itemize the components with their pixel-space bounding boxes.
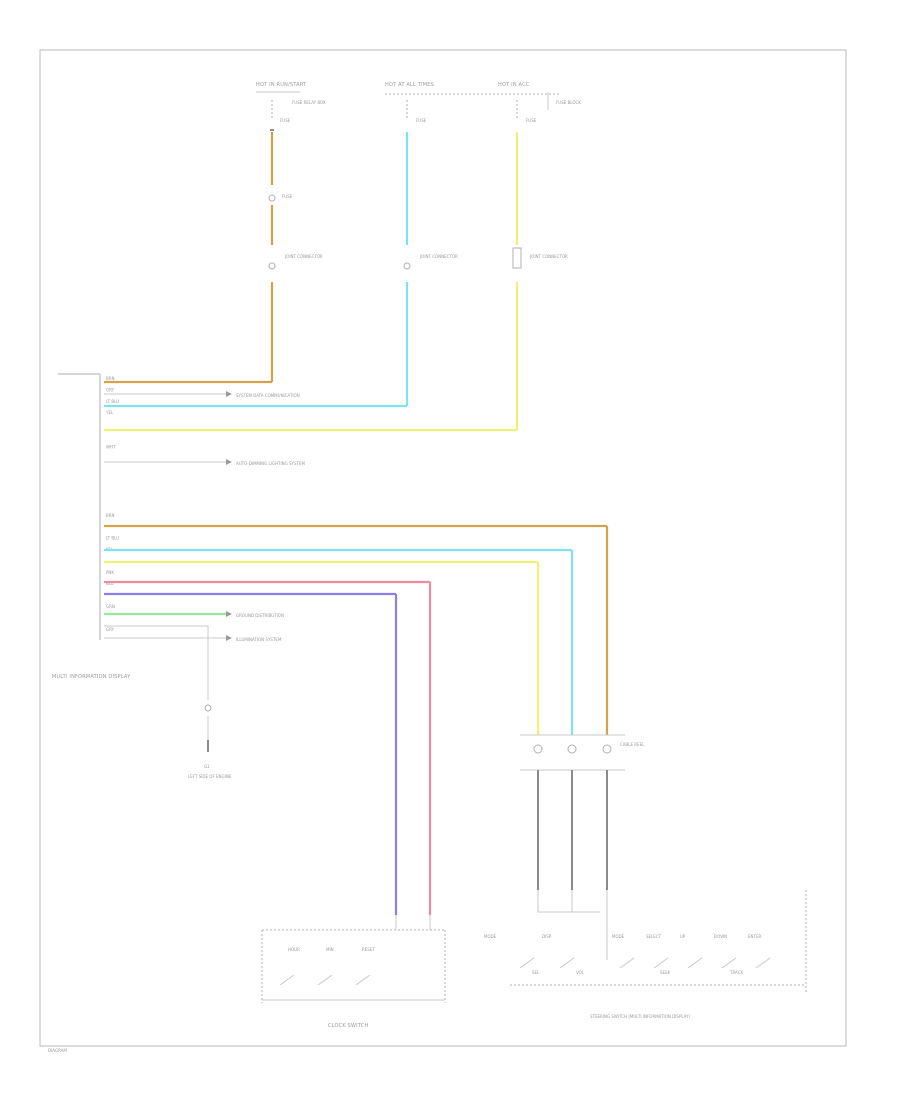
module-pin-label: BRN xyxy=(106,513,115,518)
module-pin-label: BLU xyxy=(106,581,114,586)
clock-switch: HOUR MIN RESET CLOCK SWITCH xyxy=(261,915,446,1029)
middle-hot-label: HOT AT ALL TIMES xyxy=(385,82,434,88)
module-pin-label: GRY xyxy=(106,387,115,392)
middle-fuse-label: FUSE xyxy=(416,118,427,123)
right-fuse-branch: HOT IN ACC FUSE BLOCK FUSE JOINT CONNECT… xyxy=(498,82,581,430)
ref-illumination: ILLUMINATION SYSTEM xyxy=(236,637,282,642)
left-box-label: FUSE RELAY BOX xyxy=(292,100,326,105)
module-pin-label: GRY xyxy=(106,627,115,632)
steering-switch: MODE DISP MODE SELECT UP DOWN ENTER SEL … xyxy=(484,890,807,1019)
clock-btn-reset: RESET xyxy=(362,947,375,952)
ref-ground-dist: GROUND DISTRIBUTION xyxy=(236,613,284,618)
middle-fuse-branch: HOT AT ALL TIMES FUSE JOINT CONNECTOR xyxy=(385,82,560,406)
module-title: MULTI INFORMATION DISPLAY xyxy=(52,674,131,680)
steer-res-select: SELECT xyxy=(646,934,662,939)
left-inline-label: FUSE xyxy=(282,194,293,199)
ground-branch: G1 LEFT SIDE OF ENGINE xyxy=(188,626,232,779)
steer-res-mode: MODE xyxy=(612,934,625,939)
module-pin-label: YEL xyxy=(105,410,114,415)
clock-btn-hour: HOUR xyxy=(288,947,300,952)
steer-btn-vol: VOL xyxy=(576,970,585,975)
clock-switch-label: CLOCK SWITCH xyxy=(328,1023,368,1029)
clock-btn-min: MIN xyxy=(326,947,334,952)
steer-res-enter: ENTER xyxy=(748,934,761,939)
cable-reel: CABLE REEL xyxy=(520,734,645,890)
steer-btn-track: TRACK xyxy=(729,970,744,975)
cable-reel-label: CABLE REEL xyxy=(620,742,645,747)
right-box-label: FUSE BLOCK xyxy=(556,100,581,105)
module-pin-label: PNK xyxy=(106,570,114,575)
module-pin-label: GRN xyxy=(106,604,115,609)
left-fuse-branch: HOT IN RUN/START FUSE RELAY BOX FUSE FUS… xyxy=(256,82,326,382)
steer-btn-disp: DISP xyxy=(542,934,552,939)
diagram-frame xyxy=(39,49,847,1047)
steer-res-up: UP xyxy=(680,934,686,939)
left-hot-label: HOT IN RUN/START xyxy=(256,82,307,88)
left-inline-fuse-icon xyxy=(268,194,276,202)
module-pin-label: LT BLU xyxy=(106,536,119,541)
module-pin-label: WHT xyxy=(106,444,116,449)
ref-data-comm: SYSTEM DATA COMMUNICATION xyxy=(236,393,300,398)
left-fuse-label: FUSE xyxy=(280,118,291,123)
module-pin-label: LT BLU xyxy=(106,399,119,404)
right-hot-label: HOT IN ACC xyxy=(498,82,530,88)
ground-desc: LEFT SIDE OF ENGINE xyxy=(188,774,232,779)
right-junction-icon xyxy=(512,247,522,269)
steer-res-down: DOWN xyxy=(714,934,727,939)
steering-switch-label: STEERING SWITCH (MULTI INFORMATION DISPL… xyxy=(590,1014,691,1019)
steer-btn-mode: MODE xyxy=(484,934,497,939)
ground-label: G1 xyxy=(204,764,210,769)
module-pin-label: BRN xyxy=(106,376,115,381)
ground-inline-icon xyxy=(204,704,212,712)
steer-btn-seek: SEEK xyxy=(660,970,671,975)
middle-junction-label: JOINT CONNECTOR xyxy=(419,254,458,259)
middle-junction-icon xyxy=(403,262,411,270)
right-junction-label: JOINT CONNECTOR xyxy=(529,254,568,259)
footer-mark: DIAGRAM xyxy=(48,1048,67,1053)
steer-btn-sel: SEL xyxy=(532,970,540,975)
right-fuse-label: FUSE xyxy=(526,118,537,123)
left-junction-label: JOINT CONNECTOR xyxy=(284,254,323,259)
left-junction-icon xyxy=(268,262,276,270)
ref-auto-dimming: AUTO-DIMMING LIGHTING SYSTEM xyxy=(236,461,306,466)
